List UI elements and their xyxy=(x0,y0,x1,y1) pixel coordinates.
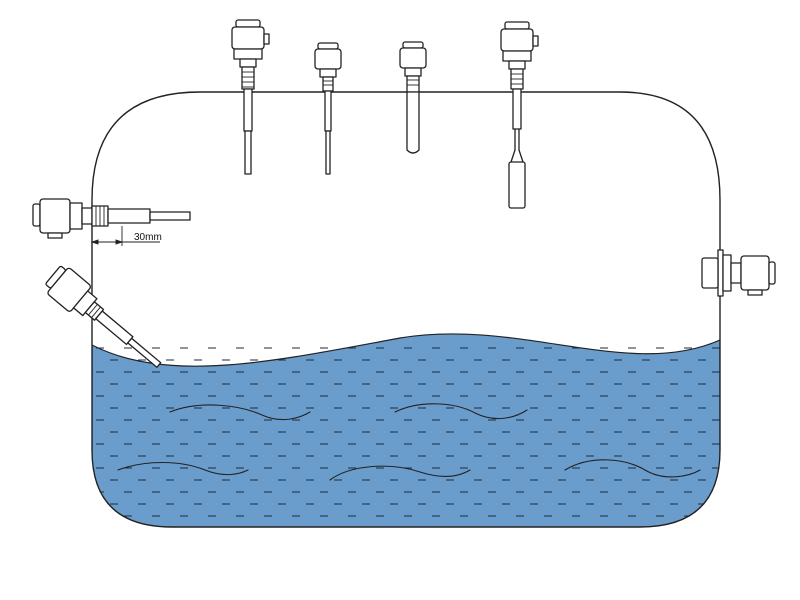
top-sensor-1 xyxy=(231,19,270,175)
side-sensor-right xyxy=(701,249,776,297)
tank-outline xyxy=(91,91,721,528)
top-sensor-2 xyxy=(314,42,342,175)
liquid-body xyxy=(92,333,720,527)
side-sensor-left-horizontal: 30mm xyxy=(32,198,191,246)
top-sensor-3 xyxy=(399,41,427,154)
top-sensor-4 xyxy=(500,21,539,209)
liquid-region xyxy=(92,333,720,527)
liquid-wave-lines xyxy=(117,403,701,481)
dimension-label: 30mm xyxy=(134,232,162,243)
liquid-dash-pattern xyxy=(96,347,720,517)
side-sensor-left-angled xyxy=(45,265,162,368)
